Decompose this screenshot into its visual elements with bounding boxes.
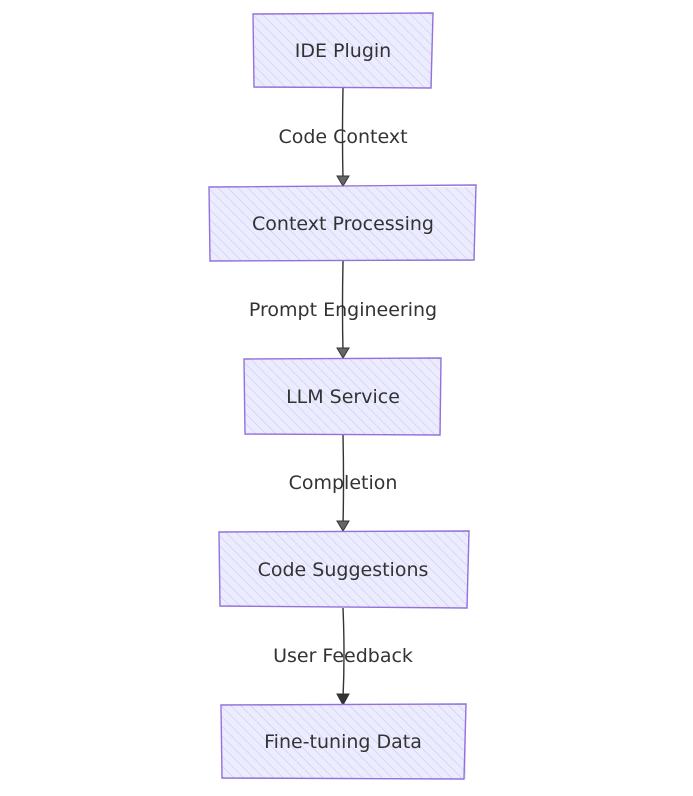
edge-completion: Completion bbox=[289, 434, 398, 532]
node-hatch bbox=[254, 14, 432, 88]
node-label-ide-plugin: IDE Plugin bbox=[295, 40, 391, 62]
node-border bbox=[218, 530, 470, 609]
edge-code-context: Code Context bbox=[278, 87, 408, 187]
node-context-processing: Context Processing bbox=[208, 184, 477, 262]
node-hatch bbox=[210, 187, 475, 261]
node-label-llm-service: LLM Service bbox=[286, 386, 400, 408]
edge-line bbox=[341, 87, 344, 181]
edge-label-user-feedback: User Feedback bbox=[273, 645, 413, 667]
arrowhead bbox=[336, 520, 350, 532]
node-hatch bbox=[222, 705, 466, 779]
edge-label-prompt-engineering: Prompt Engineering bbox=[249, 299, 437, 321]
node-border bbox=[220, 703, 467, 780]
node-hatch bbox=[220, 532, 468, 607]
edge-line bbox=[342, 434, 345, 527]
node-fine-tuning-data: Fine-tuning Data bbox=[220, 703, 467, 780]
edge-user-feedback: User Feedback bbox=[273, 607, 413, 707]
arrowhead bbox=[336, 175, 350, 187]
node-code-suggestions: Code Suggestions bbox=[218, 530, 470, 609]
edge-line bbox=[341, 260, 344, 353]
edge-label-code-context: Code Context bbox=[278, 126, 407, 148]
edge-line bbox=[342, 607, 345, 699]
node-label-context-processing: Context Processing bbox=[252, 213, 434, 235]
node-label-fine-tuning-data: Fine-tuning Data bbox=[264, 731, 422, 753]
node-llm-service: LLM Service bbox=[243, 357, 442, 436]
node-hatch bbox=[245, 359, 441, 435]
node-ide-plugin: IDE Plugin bbox=[252, 12, 434, 89]
arrowhead bbox=[336, 693, 350, 707]
edge-label-completion: Completion bbox=[289, 472, 398, 494]
node-border bbox=[243, 357, 442, 436]
node-border bbox=[252, 12, 434, 89]
edge-prompt-engineering: Prompt Engineering bbox=[249, 260, 437, 359]
node-border bbox=[208, 184, 477, 262]
node-label-code-suggestions: Code Suggestions bbox=[258, 559, 429, 581]
arrowhead bbox=[336, 347, 350, 359]
